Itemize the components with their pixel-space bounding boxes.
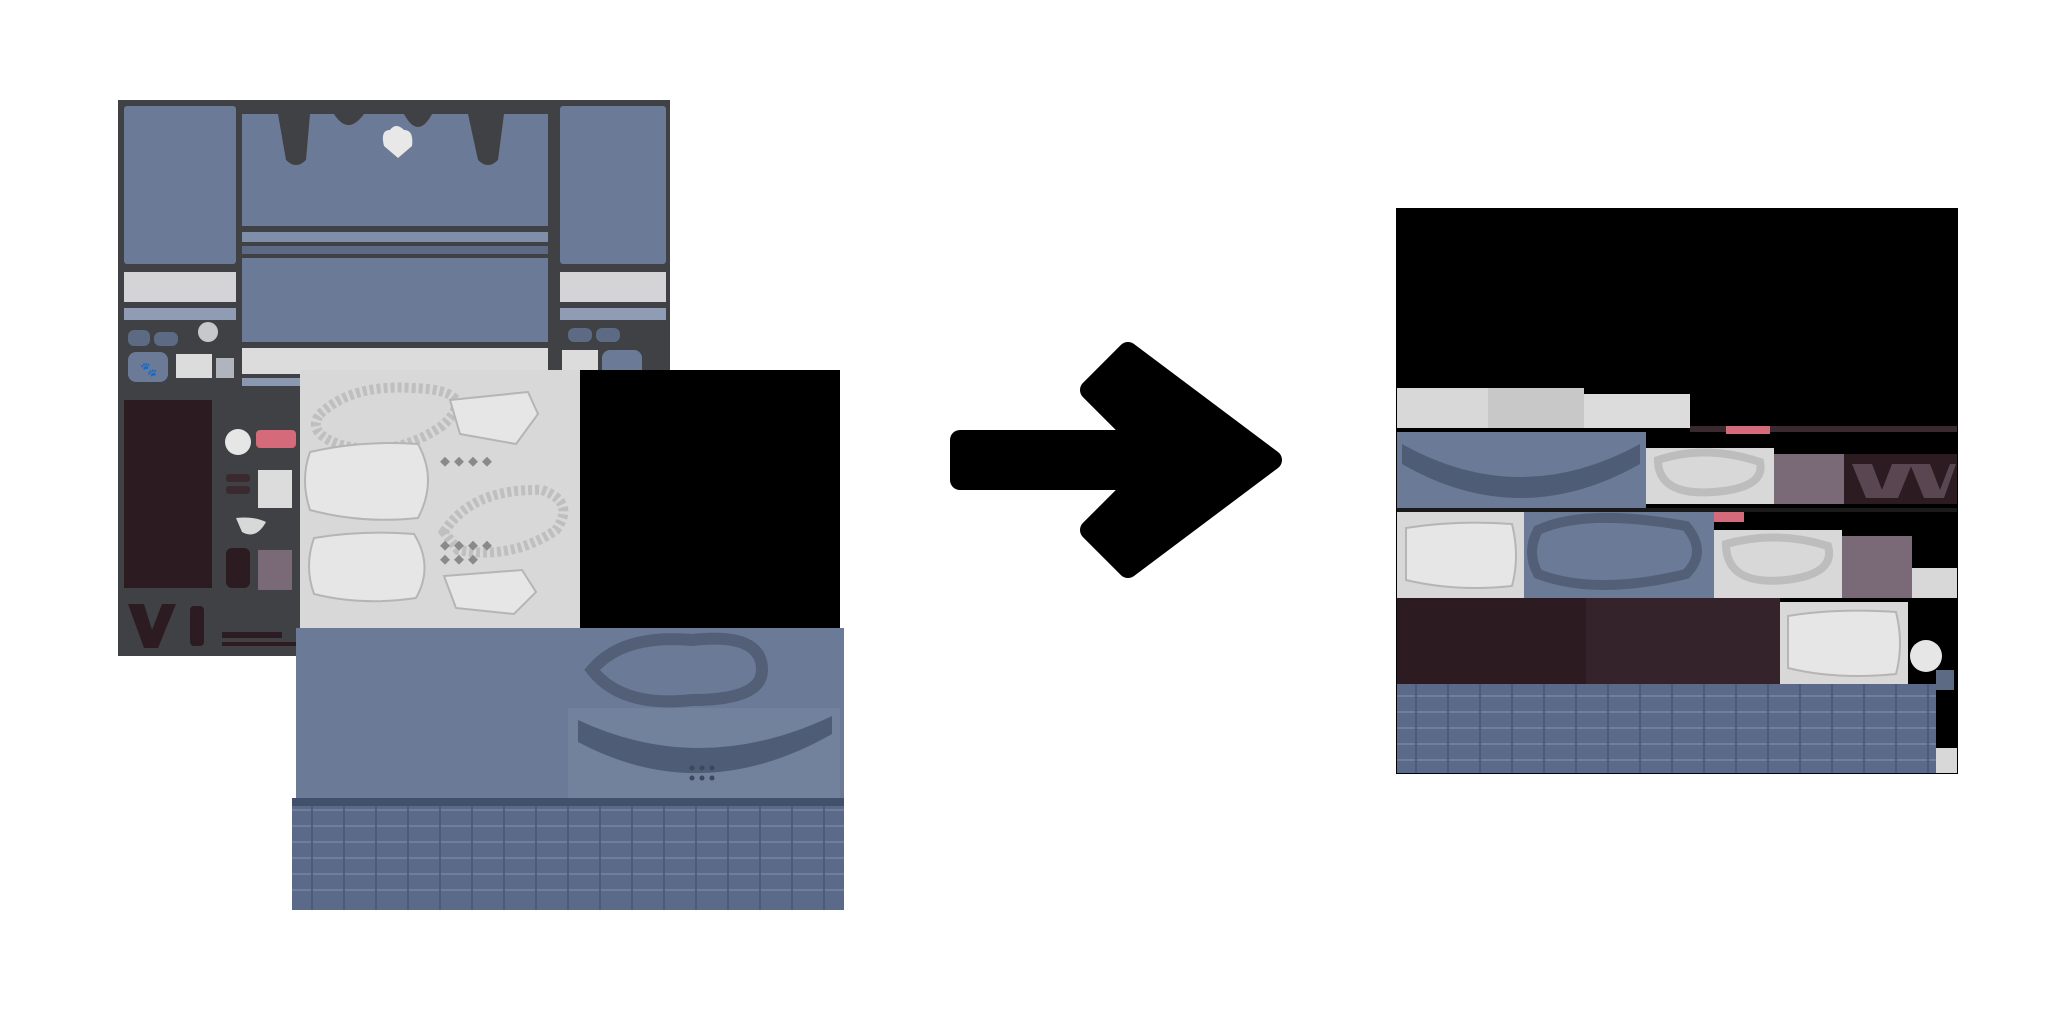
collar-badge-icon [382,126,413,158]
packed-atlas [1396,208,1958,774]
right-sleeve-panel [560,106,666,264]
left-sleeve-panel [124,106,236,264]
torso-panel [242,114,548,226]
arrow-right-icon [950,342,1282,578]
source-atlas-accessories [292,370,844,910]
paw-icon: 🐾 [140,362,157,378]
empty-quadrant [580,370,840,628]
brown-panel [124,400,212,588]
